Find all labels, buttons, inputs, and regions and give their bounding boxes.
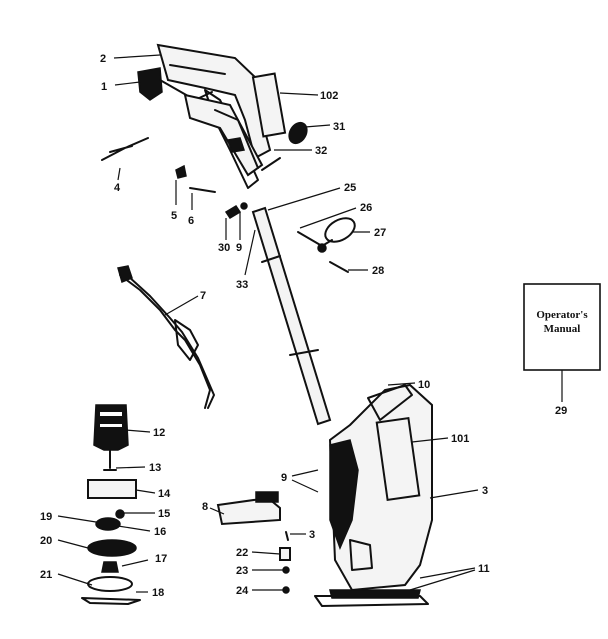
- part-label-17: 17: [155, 553, 167, 565]
- nut-part: [175, 164, 187, 179]
- part-label-3-lower: 3: [309, 529, 315, 541]
- part-label-8: 8: [202, 501, 208, 513]
- bump-knob-part: [101, 561, 119, 573]
- cover-part: [87, 576, 133, 592]
- part-label-28: 28: [372, 265, 384, 277]
- part-label-26: 26: [360, 202, 372, 214]
- assist-handle-part: [297, 217, 356, 273]
- part-label-15: 15: [158, 508, 170, 520]
- debris-guard-part: [216, 491, 281, 526]
- part-label-5: 5: [171, 210, 177, 222]
- motor-housing-part: [314, 383, 433, 607]
- part-label-7: 7: [200, 290, 206, 302]
- handle-grip-part: [183, 93, 264, 177]
- screw-part: [261, 157, 281, 171]
- part-label-16: 16: [154, 526, 166, 538]
- manual-title-line2: Manual: [544, 323, 581, 335]
- spool-housing-part: [87, 479, 137, 499]
- screw-part-24: [282, 586, 290, 594]
- part-label-22: 22: [236, 547, 248, 559]
- part-label-31: 31: [333, 121, 345, 133]
- spring-part: [115, 509, 125, 519]
- part-label-25: 25: [344, 182, 356, 194]
- part-label-30: 30: [218, 242, 230, 254]
- part-labels: 2 1 102 31 32 4 5 6 30 9 25 26 27 28 33 …: [40, 53, 567, 599]
- part-label-3-housing: 3: [482, 485, 488, 497]
- part-label-18: 18: [152, 587, 164, 599]
- manual-title-line1: Operator's: [536, 309, 588, 321]
- leader-lines: [57, 54, 563, 593]
- part-label-1: 1: [101, 81, 107, 93]
- guard-part: [81, 597, 141, 605]
- part-label-32: 32: [315, 145, 327, 157]
- part-label-33: 33: [236, 279, 248, 291]
- washer-part: [240, 202, 248, 210]
- pin-part: [189, 187, 216, 193]
- knob-part: [288, 121, 308, 145]
- part-label-21: 21: [40, 569, 52, 581]
- spacer-part: [224, 204, 242, 220]
- part-label-14: 14: [158, 488, 171, 500]
- part-label-2: 2: [100, 53, 106, 65]
- part-label-10: 10: [418, 379, 430, 391]
- part-label-4: 4: [114, 182, 121, 194]
- screw-part-3: [285, 531, 289, 541]
- part-label-13: 13: [149, 462, 161, 474]
- part-label-101: 101: [451, 433, 469, 445]
- part-label-19: 19: [40, 511, 52, 523]
- power-cord-part: [117, 265, 215, 409]
- shaft-part: [251, 206, 332, 426]
- part-label-27: 27: [374, 227, 386, 239]
- operators-manual-part: Operator's Manual: [523, 283, 601, 371]
- bracket-part: [279, 547, 291, 561]
- part-label-102: 102: [320, 90, 338, 102]
- motor-part: [93, 404, 129, 469]
- part-label-23: 23: [236, 565, 248, 577]
- line-spool-part: [87, 539, 137, 557]
- cord-clip-part: [101, 137, 149, 161]
- washer-part-23: [282, 566, 290, 574]
- part-label-24: 24: [236, 585, 249, 597]
- part-label-11: 11: [478, 563, 490, 575]
- part-label-29: 29: [555, 405, 567, 417]
- part-label-20: 20: [40, 535, 52, 547]
- spool-part: [95, 517, 121, 531]
- part-label-12: 12: [153, 427, 165, 439]
- part-label-9-lower: 9: [281, 472, 287, 484]
- part-label-9-upper: 9: [236, 242, 242, 254]
- part-label-6: 6: [188, 215, 194, 227]
